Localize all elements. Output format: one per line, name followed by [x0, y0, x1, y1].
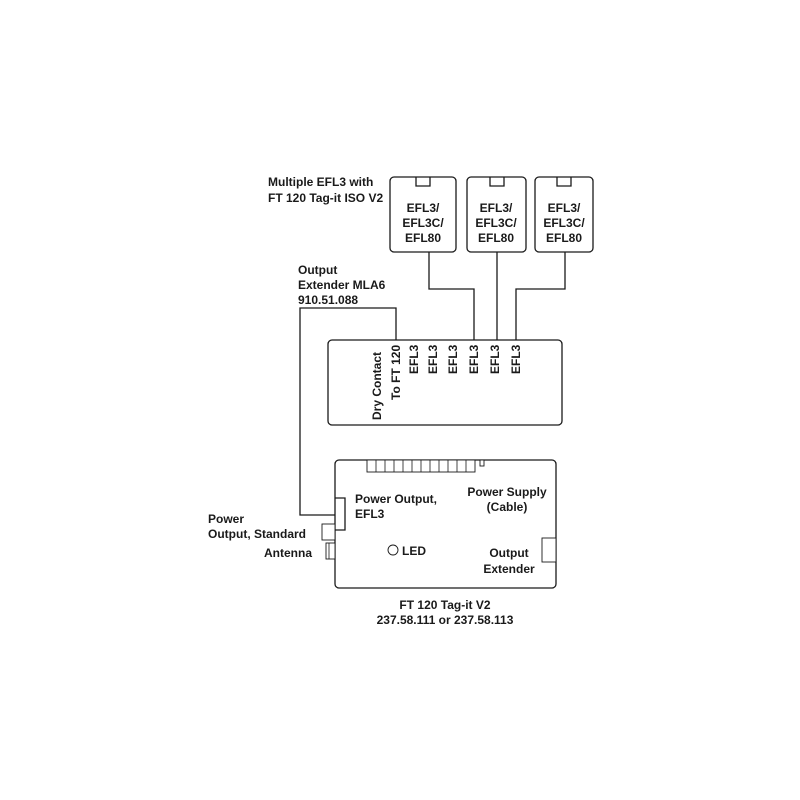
wire-tag1-extender [428, 252, 475, 340]
power-std-line1: Power [208, 512, 244, 526]
power-output-line2: EFL3 [355, 507, 385, 521]
terminal-efl3-5: EFL3 [488, 344, 502, 374]
output-extender-box [327, 339, 563, 426]
efl-tag-1-line1: EFL3/ [407, 201, 440, 215]
controller-title: FT 120 Tag-it V2 [399, 598, 490, 612]
efl-tag-2-line1: EFL3/ [480, 201, 513, 215]
output-extender-line1: Output [489, 546, 528, 560]
terminal-efl3-3: EFL3 [446, 344, 460, 374]
extender-part-no: 910.51.088 [298, 293, 358, 307]
efl-tag-2-line2: EFL3C/ [475, 216, 517, 230]
efl-tag-2: EFL3/ EFL3C/ EFL80 [466, 176, 527, 253]
efl-tag-2-notch [489, 177, 505, 187]
antenna-label: Antenna [264, 546, 312, 560]
terminal-to-ft120: To FT 120 [389, 345, 403, 400]
heading-line1: Multiple EFL3 with [268, 175, 373, 189]
output-extender-connector [541, 537, 557, 563]
efl-tag-1-line3: EFL80 [405, 231, 441, 245]
extender-label-line1: Output [298, 263, 337, 277]
efl-tag-1-line2: EFL3C/ [402, 216, 444, 230]
extender-label-line2: Extender MLA6 [298, 278, 386, 292]
terminal-efl3-2: EFL3 [426, 344, 440, 374]
power-supply-line2: (Cable) [487, 500, 528, 514]
efl-tag-1-body [389, 176, 457, 253]
power-output-connector [335, 497, 346, 531]
power-std-line2: Output, Standard [208, 527, 306, 541]
output-extender-line2: Extender [483, 562, 535, 576]
efl-tag-3: EFL3/ EFL3C/ EFL80 [534, 176, 594, 253]
terminal-dry-contact: Dry Contact [370, 352, 384, 420]
efl-tag-3-line1: EFL3/ [548, 201, 581, 215]
power-output-line1: Power Output, [355, 492, 437, 506]
antenna-connector [325, 542, 336, 560]
controller-top-connector [366, 459, 485, 473]
led-label: LED [402, 544, 426, 558]
power-output-standard-connector [321, 523, 336, 541]
efl-tag-2-line3: EFL80 [478, 231, 514, 245]
wire-tag3-extender [515, 252, 566, 340]
heading-line2: FT 120 Tag-it ISO V2 [268, 191, 383, 205]
efl-tag-1-notch [415, 177, 431, 187]
power-supply-line1: Power Supply [467, 485, 547, 499]
efl-tag-3-notch [556, 177, 572, 187]
terminal-efl3-4: EFL3 [467, 344, 481, 374]
terminal-efl3-1: EFL3 [407, 344, 421, 374]
controller-part-no: 237.58.111 or 237.58.113 [377, 613, 514, 627]
efl-tag-3-line2: EFL3C/ [543, 216, 585, 230]
efl-tag-3-body [534, 176, 594, 253]
led-icon [387, 544, 399, 556]
efl-tag-3-line3: EFL80 [546, 231, 582, 245]
wire-dry-contact-controller [299, 307, 397, 516]
terminal-efl3-6: EFL3 [509, 344, 523, 374]
efl-tag-1: EFL3/ EFL3C/ EFL80 [389, 176, 457, 253]
